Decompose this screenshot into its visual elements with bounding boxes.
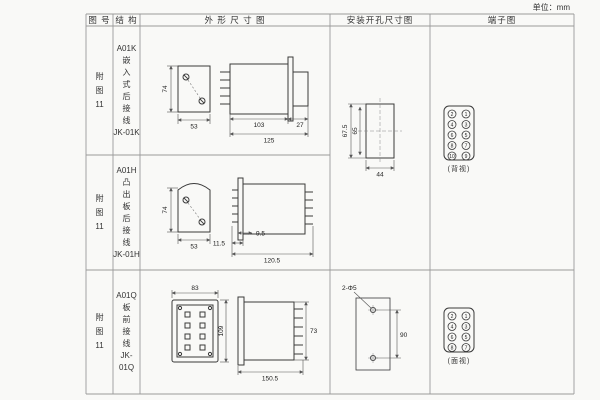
svg-text:10: 10: [449, 154, 455, 160]
svg-text:7: 7: [465, 143, 468, 149]
dim-a01k-27: 27: [296, 122, 304, 129]
structure-row3: A01Q 板 前 接 线 JK-01Q: [116, 291, 137, 372]
a01k-front-view: [177, 65, 211, 113]
a01q-front-dims: [171, 290, 229, 363]
a01k-side-view: [220, 56, 309, 122]
a01k-front-dims: [167, 65, 211, 124]
terminal-diagram-3: [443, 307, 475, 353]
a01h-front-dims: [167, 187, 211, 244]
svg-text:4: 4: [451, 324, 454, 330]
dim-a01h-11-5: 11.5: [213, 241, 226, 248]
svg-text:3: 3: [465, 122, 468, 128]
svg-text:6: 6: [451, 335, 454, 341]
dim-a01k-53: 53: [190, 124, 198, 131]
a01q-side-view: [237, 296, 303, 366]
dim-a01h-74: 74: [162, 206, 169, 214]
terminal-diagram-12: [443, 105, 475, 161]
svg-text:6: 6: [451, 133, 454, 139]
svg-text:2: 2: [451, 112, 454, 118]
dim-hole-spacing-90: 90: [400, 332, 408, 339]
install-cutout-12-dims: [348, 103, 395, 171]
fig-no-row1: 附 图 11: [95, 71, 104, 109]
dim-cutout-67-5: 67.5: [342, 124, 349, 137]
svg-text:3: 3: [465, 324, 468, 330]
dim-a01h-53: 53: [190, 244, 198, 251]
svg-text:5: 5: [465, 335, 468, 341]
a01q-side-dims: [237, 301, 309, 375]
dim-a01k-103: 103: [254, 122, 265, 129]
unit-label: 单位：mm: [532, 3, 570, 12]
dim-a01q-109: 109: [218, 325, 225, 336]
dim-a01k-125: 125: [264, 138, 275, 145]
svg-text:1: 1: [465, 112, 468, 118]
header-install: 安装开孔尺寸图: [346, 15, 414, 25]
dim-cutout-65: 65: [352, 127, 359, 135]
header-outline: 外 形 尺 寸 图: [204, 15, 266, 25]
structure-row2: A01H 凸 出 板 后 接 线 JK-01H: [113, 165, 140, 259]
svg-text:9: 9: [465, 154, 468, 160]
svg-text:4: 4: [451, 122, 454, 128]
fig-no-row3: 附 图 11: [95, 313, 104, 350]
a01q-front-view: [171, 299, 219, 363]
svg-text:8: 8: [451, 143, 454, 149]
svg-text:7: 7: [465, 345, 468, 351]
svg-text:2: 2: [451, 314, 454, 320]
svg-text:8: 8: [451, 345, 454, 351]
a01h-front-view: [177, 183, 211, 233]
structure-row1: A01K 嵌 入 式 后 接 线 JK-01K: [113, 43, 140, 137]
label-hole-note: 2-Φ5: [342, 285, 357, 292]
header-terminal: 端子图: [487, 15, 517, 25]
dim-cutout-44: 44: [376, 172, 384, 179]
install-drill-3-dims: [376, 309, 401, 359]
header-structure: 结 构: [115, 15, 138, 25]
dim-a01h-9-5: 9.5: [256, 231, 265, 238]
a01k-side-dims: [229, 106, 309, 137]
install-drill-3: [353, 291, 391, 371]
dim-a01q-150-5: 150.5: [262, 376, 279, 383]
a01h-side-view: [232, 177, 313, 241]
terminal-numbers-3: 2 1 4 3 6 5 8 7: [451, 314, 468, 352]
dim-a01k-74: 74: [162, 85, 169, 93]
dim-a01q-83: 83: [191, 285, 199, 292]
svg-text:1: 1: [465, 314, 468, 320]
install-cutout-12: [358, 98, 402, 164]
terminal-numbers-12: 2 1 4 3 6 5 8 7 10 9: [449, 112, 467, 160]
a01h-side-dims: [231, 226, 314, 257]
fig-no-row2: 附 图 11: [95, 193, 104, 231]
terminal-caption-3: (面视): [447, 358, 471, 365]
terminal-caption-12: (背视): [447, 166, 471, 173]
header-fig-no: 图 号: [88, 15, 111, 25]
dim-a01q-73: 73: [310, 328, 318, 335]
table-grid: [85, 13, 575, 395]
svg-text:5: 5: [465, 133, 468, 139]
dim-a01h-120-5: 120.5: [264, 258, 281, 265]
